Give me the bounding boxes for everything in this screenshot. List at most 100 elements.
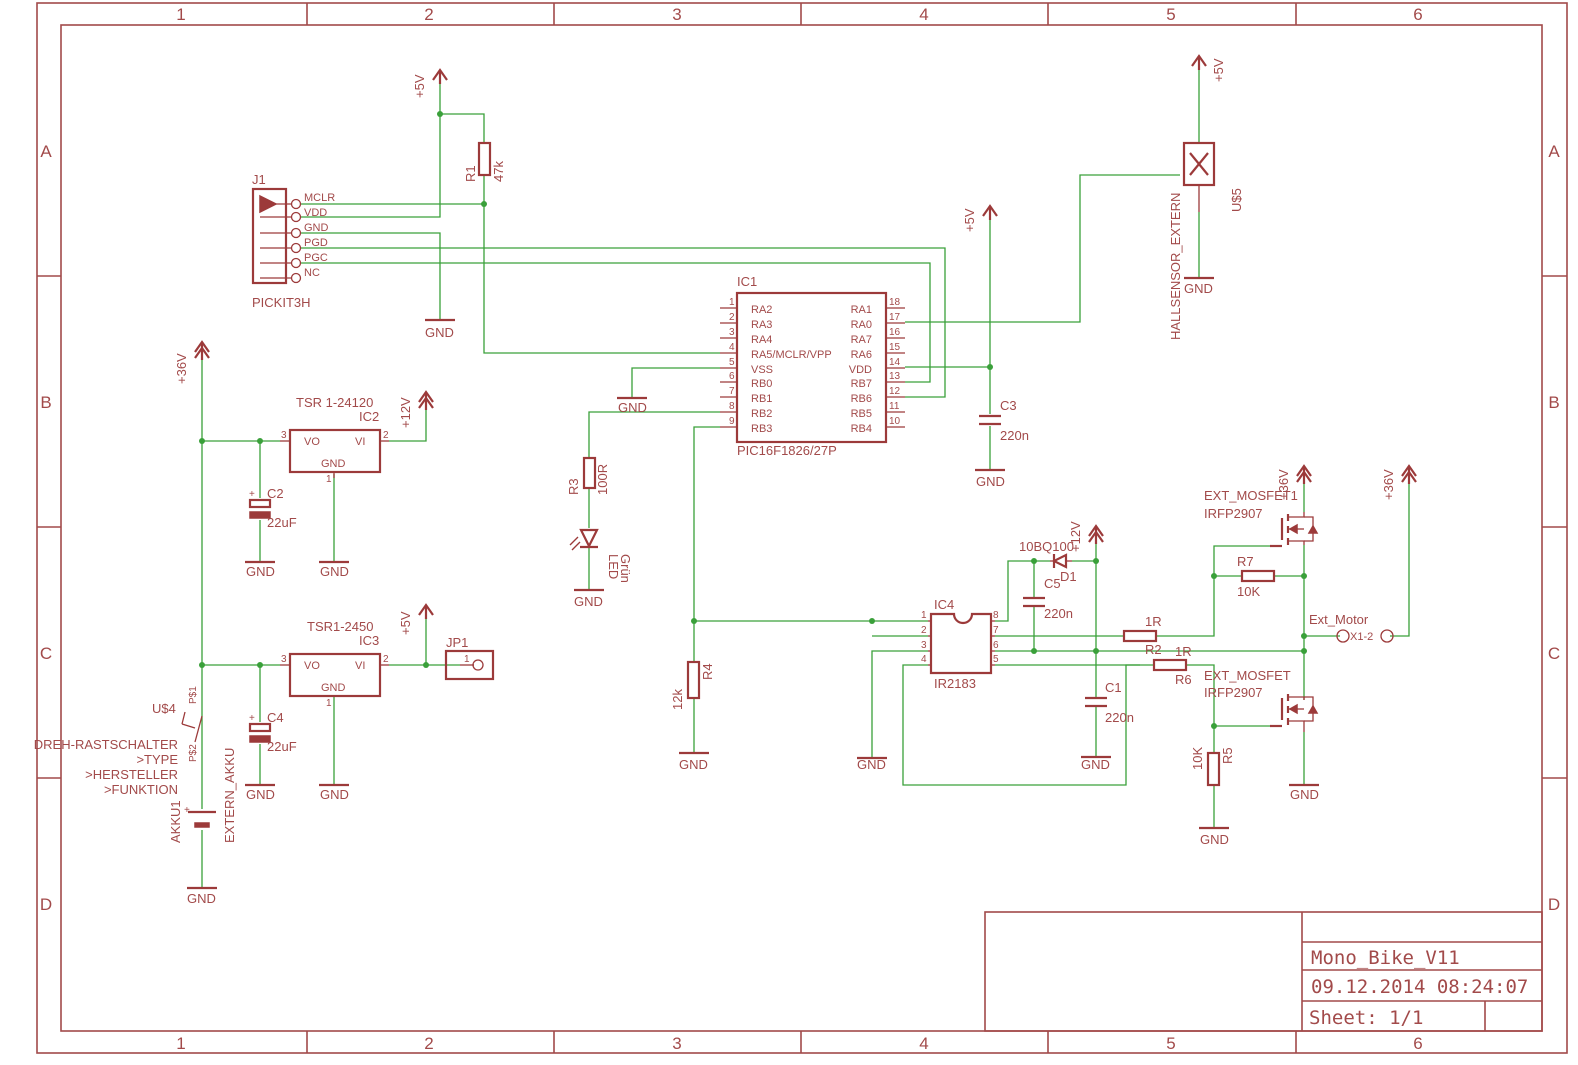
motor-connector: Ext_Motor X1-2: [1309, 612, 1394, 643]
column-label: 1: [176, 1034, 185, 1053]
pin-label: VI: [355, 436, 365, 448]
pin-label: MCLR: [304, 192, 335, 204]
ground-hall: GND: [1184, 276, 1214, 296]
resistor-r2: 1R R2: [1122, 614, 1162, 657]
component-value: 12k: [670, 689, 685, 710]
component-ref: R3: [566, 478, 581, 495]
junction-dots: [199, 111, 1307, 729]
component-value: 220n: [1000, 428, 1029, 443]
pin-label: RB6: [851, 393, 872, 405]
ground-mosfet: GND: [1289, 783, 1319, 802]
ground-label: GND: [1290, 787, 1319, 802]
svg-text:+: +: [249, 713, 255, 724]
component-ref: C2: [267, 486, 284, 501]
title-block: Mono_Bike_V11 09.12.2014 08:24:07 Sheet:…: [984, 911, 1543, 1032]
pin-label: RB2: [751, 408, 772, 420]
pin-number: 18: [889, 297, 901, 308]
pin-number: 17: [889, 312, 901, 323]
component-ref: IC1: [737, 274, 757, 289]
supply-5v-hall: +5V: [1191, 54, 1226, 82]
regulator-ic2: VO VI GND 3 2 1 TSR 1-24120 IC2: [280, 395, 389, 485]
switch-attr: >FUNKTION: [104, 782, 178, 797]
resistor-r1: R1 47k: [463, 141, 506, 182]
pin-label: RB1: [751, 393, 772, 405]
pin-label: VO: [304, 660, 320, 672]
component-ref: AKKU1: [168, 800, 183, 843]
pin-label: RA5/MCLR/VPP: [751, 349, 832, 361]
pin-label: PGC: [304, 252, 328, 264]
title-block-date: 09.12.2014 08:24:07: [1311, 976, 1528, 998]
switch-attr: >TYPE: [136, 752, 178, 767]
ground-label: GND: [187, 891, 216, 906]
pin-number: 7: [729, 386, 735, 397]
pin-number: 5: [729, 357, 735, 368]
component-value: Grün: [618, 554, 633, 583]
column-label: 4: [919, 1034, 928, 1053]
component-value: 100R: [595, 464, 610, 495]
ground-c2: GND: [245, 560, 275, 579]
supply-36v-motor: +36V: [1381, 464, 1417, 500]
column-label: 6: [1413, 5, 1422, 24]
supply-5v-ic1: +5V: [962, 204, 998, 232]
switch-attr: >HERSTELLER: [85, 767, 178, 782]
gate-driver-ic4: 1 2 3 4 8 7 6 5 IC4 IR2183: [921, 597, 999, 691]
resistor-r3: R3 100R: [566, 456, 610, 495]
pin-label: RA7: [851, 334, 872, 346]
component-ref: IC4: [934, 597, 954, 612]
pin-number: 13: [889, 371, 901, 382]
ground-ic3: GND: [319, 783, 349, 802]
supply-symbols: +5V +5V +5V +5V +12V +12V +36V +36V: [174, 54, 1417, 635]
pin-number: 16: [889, 327, 901, 338]
component-ref: C5: [1044, 576, 1061, 591]
column-label: 1: [176, 5, 185, 24]
pin-number: 11: [889, 401, 900, 412]
row-label: C: [1548, 644, 1560, 663]
ground-akku: GND: [187, 886, 217, 906]
ground-label: GND: [574, 594, 603, 609]
connector-j1: MCLR VDD GND PGD PGC NC J1 PICKIT3H: [251, 172, 335, 310]
row-label: B: [1548, 393, 1559, 412]
pin-number: 1: [326, 698, 332, 709]
component-value: IRFP2907: [1204, 506, 1263, 521]
ground-label: GND: [1184, 281, 1213, 296]
pin-number: 15: [889, 342, 901, 353]
ground-led: GND: [574, 588, 604, 609]
pin-label: X1-2: [1350, 631, 1373, 643]
pin-label: RA0: [851, 319, 872, 331]
row-label: B: [40, 393, 51, 412]
component-value: TSR1-2450: [307, 619, 373, 634]
pin-number: 2: [383, 654, 389, 665]
supply-label: +5V: [398, 611, 413, 635]
drawing-frame: [36, 2, 1568, 1054]
component-ref: JP1: [446, 635, 468, 650]
microcontroller-ic1: 1 2 3 4 5 6 7 8 9 RA2 RA3 RA4 RA5/MCLR/V…: [720, 274, 905, 458]
supply-12v-ic2: +12V: [398, 390, 434, 428]
component-value: 10K: [1237, 584, 1260, 599]
pin-label: RB0: [751, 378, 772, 390]
ground-c3: GND: [975, 468, 1005, 489]
pin-number: 5: [993, 654, 999, 665]
pin-number: 3: [281, 654, 287, 665]
column-label: 5: [1166, 1034, 1175, 1053]
pin-number: 6: [729, 371, 735, 382]
rotary-switch-u4: U$4 P$1 P$2 DREH-RASTSCHALTER >TYPE >HER…: [34, 686, 203, 797]
pin-number: 1: [729, 297, 735, 308]
ground-label: GND: [857, 757, 886, 772]
pin-label: VDD: [849, 364, 872, 376]
component-value: 10BQ100: [1019, 539, 1074, 554]
pin-number: 1: [464, 654, 470, 665]
supply-label: +5V: [962, 208, 977, 232]
ground-j1: GND: [425, 318, 455, 340]
capacitor-c2: + C2 22uF: [248, 486, 297, 530]
column-label: 6: [1413, 1034, 1422, 1053]
component-value: IRFP2907: [1204, 685, 1263, 700]
capacitor-c1: C1 220n: [1085, 680, 1134, 725]
svg-text:+: +: [249, 489, 255, 500]
capacitor-c5: C5 220n: [1023, 576, 1073, 621]
component-ref: LED: [606, 554, 621, 579]
component-value: 1R: [1145, 614, 1162, 629]
component-ref: U$4: [152, 701, 176, 716]
pin-number: 12: [889, 386, 901, 397]
component-ref: R1: [463, 165, 478, 182]
component-ref: C4: [267, 710, 284, 725]
